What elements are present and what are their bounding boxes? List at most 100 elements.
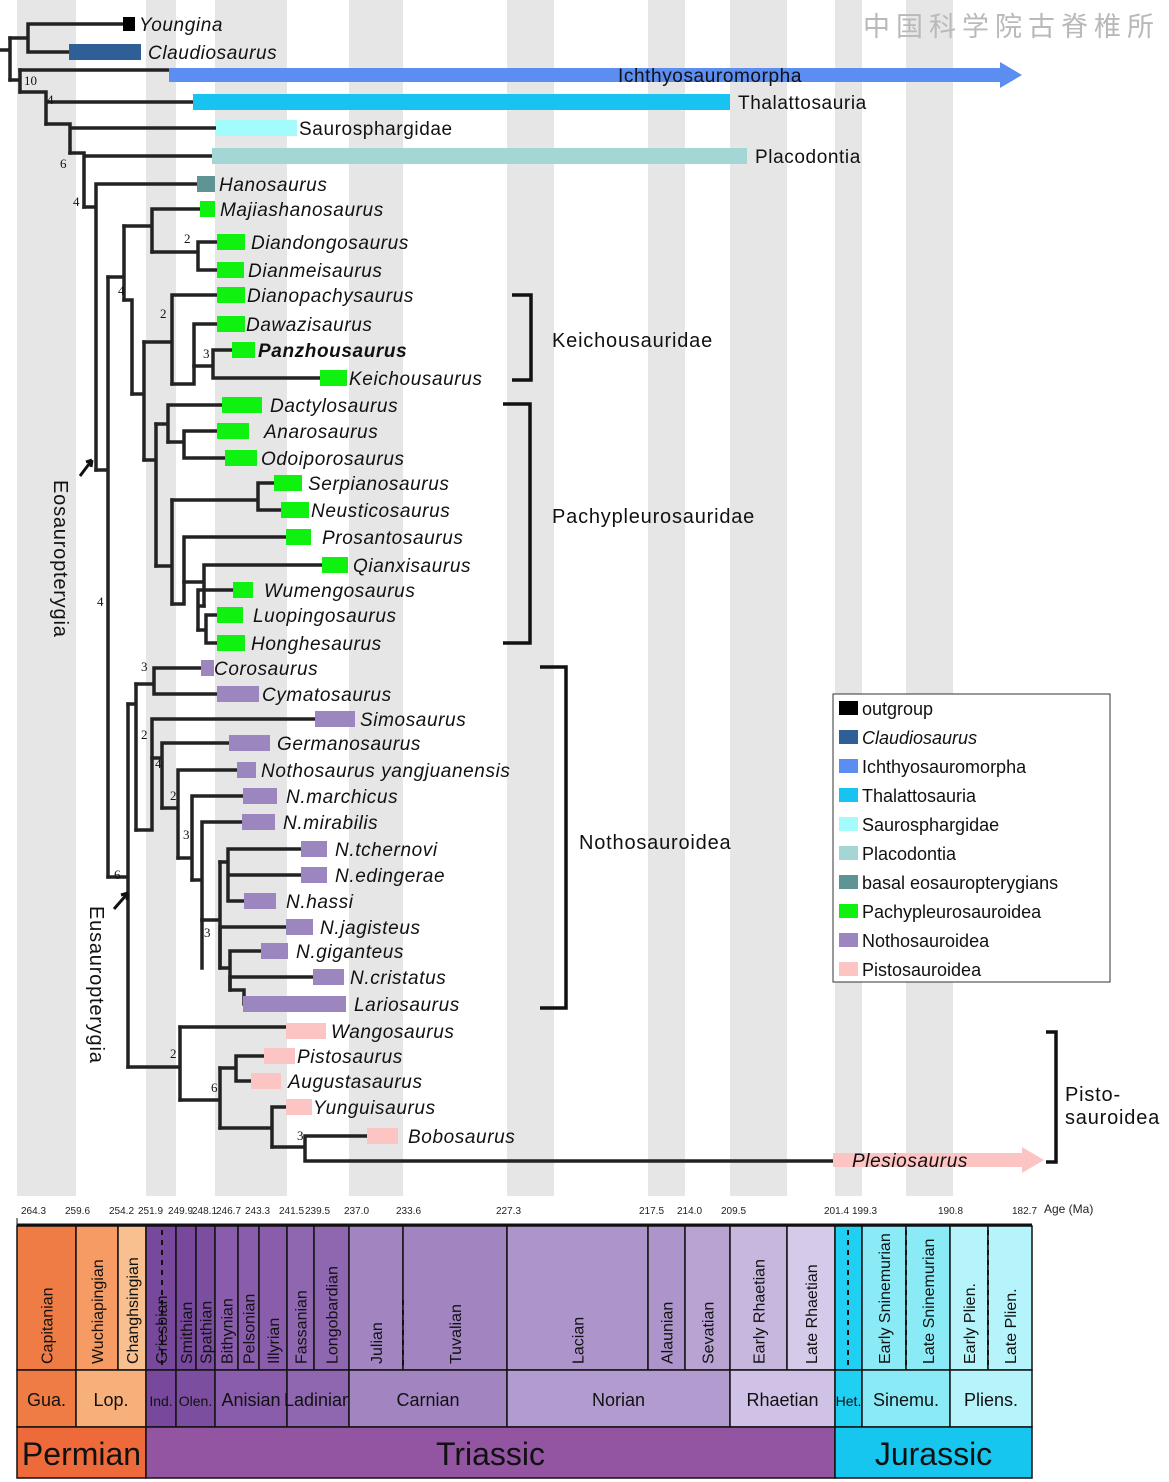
age-tick-label: 209.5: [721, 1206, 746, 1217]
taxon-label: Panzhousaurus: [258, 341, 407, 362]
age-tick-label: 239.5: [305, 1206, 330, 1217]
taxon-label: Neusticosaurus: [311, 501, 450, 522]
range-bar: [322, 557, 348, 573]
node-support-label: 4: [155, 756, 162, 771]
clade-label-keichousauridae: Keichousauridae: [552, 330, 713, 352]
stage-cell: [348, 1225, 404, 1371]
branch: [106, 702, 130, 1069]
epoch-cell: [348, 1369, 508, 1428]
branch: [170, 322, 219, 386]
legend-label: Placodontia: [862, 844, 957, 864]
range-bars: [69, 17, 1044, 1173]
stage-cell: [684, 1225, 731, 1371]
taxon-label: Augustasaurus: [287, 1072, 423, 1093]
age-tick-label: 243.3: [245, 1206, 270, 1217]
taxon-label: Majiashanosaurus: [220, 200, 384, 221]
taxon-label: Saurosphargidae: [299, 119, 453, 140]
stage-label: Griesbian: [154, 1296, 171, 1364]
legend-label: Ichthyosauromorpha: [862, 757, 1027, 777]
branch: [160, 768, 239, 860]
epoch-cell: [949, 1369, 1033, 1428]
taxon-labels: YounginaClaudiosaurusIchthyosauromorphaT…: [139, 15, 967, 1172]
age-tick-label: 246.7: [216, 1206, 241, 1217]
branch: [270, 1134, 835, 1163]
taxon-label: Ichthyosauromorpha: [618, 66, 802, 87]
taxon-label: N.jagisteus: [320, 918, 421, 939]
branch: [130, 340, 146, 462]
taxon-label: Luopingosaurus: [253, 606, 397, 627]
node-support-label: 4: [97, 594, 104, 609]
branch: [68, 151, 214, 209]
branch: [0, 36, 12, 82]
epoch-label: Sinemu.: [873, 1390, 939, 1410]
node-support-label: 4: [118, 283, 125, 298]
stage-cell: [949, 1225, 989, 1371]
legend-label: Thalattosauria: [862, 786, 977, 806]
clade-label-nothosauroidea: Nothosauroidea: [579, 832, 731, 854]
epoch-label: Pliens.: [964, 1390, 1018, 1410]
range-bar: [217, 316, 245, 332]
taxon-label: Honghesaurus: [251, 634, 382, 655]
epoch-cell: [861, 1369, 951, 1428]
age-tick-label: 214.0: [677, 1206, 702, 1217]
branch: [218, 1105, 288, 1149]
node-support-label: 3: [141, 659, 148, 674]
epoch-label: Gua.: [27, 1390, 66, 1410]
legend-swatch: [839, 701, 858, 715]
epoch-label: Norian: [592, 1390, 645, 1410]
range-bar: [217, 287, 245, 303]
taxon-label: Dianmeisaurus: [248, 261, 383, 282]
branch: [126, 1025, 182, 1102]
epoch-label: Lop.: [93, 1390, 128, 1410]
range-bar: [320, 370, 347, 386]
range-bar: [315, 711, 355, 727]
watermark-text: 中国科学院古脊椎所: [863, 12, 1160, 43]
time-band: [730, 0, 787, 1196]
age-tick-label: 201.4: [824, 1206, 849, 1217]
arrow-head-icon: [1022, 1147, 1044, 1173]
branch: [150, 741, 231, 810]
taxon-label: Keichousaurus: [349, 369, 483, 390]
range-arrow: [169, 68, 1000, 82]
stage-label: Late Rhaetian: [804, 1264, 821, 1364]
epoch-label: Het.: [836, 1393, 862, 1409]
stage-label: Sevatian: [701, 1302, 718, 1364]
taxon-label: N.marchicus: [286, 787, 398, 808]
clade-bracket: [503, 402, 532, 645]
taxon-label: Thalattosauria: [738, 93, 867, 114]
range-bar: [123, 17, 135, 31]
taxon-label: Dianopachysaurus: [247, 286, 414, 307]
period-label: Triassic: [436, 1436, 545, 1472]
age-tick-label: 182.7: [1012, 1206, 1037, 1217]
age-tick-label: 199.3: [852, 1206, 877, 1217]
stage-label: Spathian: [199, 1301, 216, 1364]
branch: [134, 666, 219, 696]
branch: [178, 1066, 222, 1130]
taxon-label: Odoiporosaurus: [261, 449, 405, 470]
taxon-label: Dawazisaurus: [246, 315, 373, 336]
stage-cell: [729, 1225, 788, 1371]
taxon-label: N.hassi: [286, 892, 354, 913]
time-bands: [17, 0, 953, 1196]
node-support-label: 6: [60, 156, 67, 171]
range-bar: [222, 397, 262, 413]
range-bar: [216, 120, 297, 136]
range-bar: [197, 176, 215, 192]
epoch-cell: [75, 1369, 147, 1428]
branch: [150, 240, 219, 272]
stage-label: Bithynian: [220, 1298, 237, 1364]
node-support-label: 2: [141, 727, 148, 742]
age-tick-label: 227.3: [496, 1206, 521, 1217]
branch: [94, 275, 110, 879]
node-support-label: 2: [184, 231, 191, 246]
stage-cell: [987, 1225, 1033, 1371]
stage-label: Fassanian: [294, 1290, 311, 1364]
clade-brackets: [503, 293, 1058, 1164]
taxon-label: Hanosaurus: [219, 175, 327, 196]
stage-label: Changhsingian: [125, 1257, 142, 1364]
taxon-label: N.edingerae: [335, 866, 445, 887]
range-arrow: [833, 1153, 1022, 1167]
arrow-head-icon: [1000, 62, 1022, 88]
range-bar: [264, 1048, 295, 1064]
